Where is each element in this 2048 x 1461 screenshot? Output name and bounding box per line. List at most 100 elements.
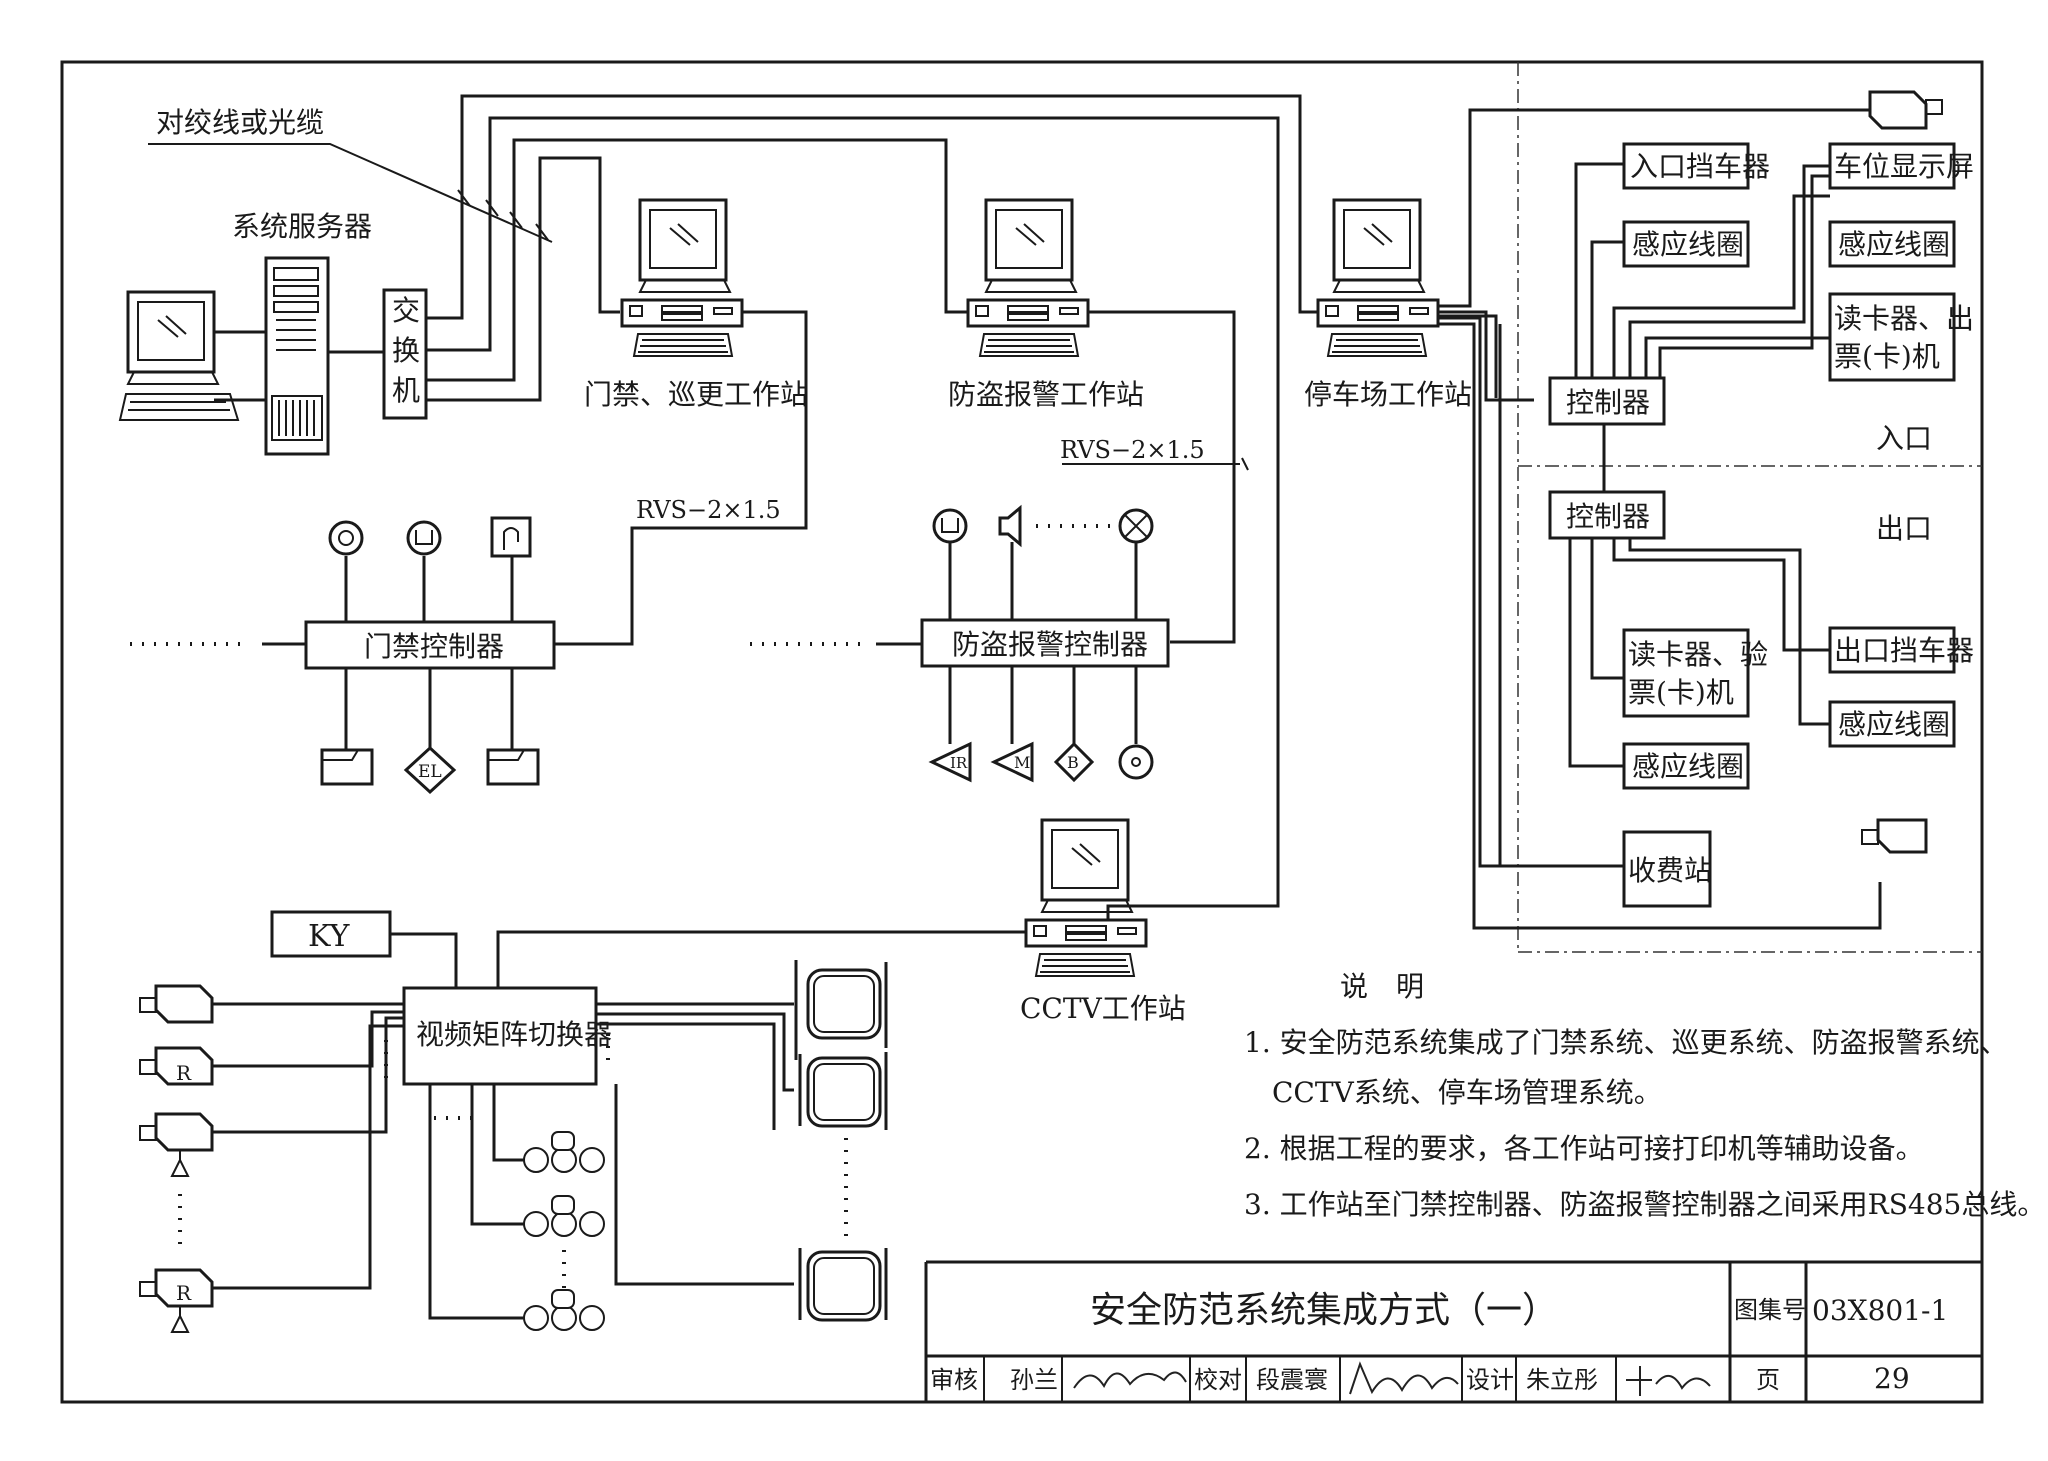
toll-booth-box [1622, 830, 1712, 908]
pan-tilt-3 [523, 1289, 605, 1331]
atlas-label: 图集号 [1734, 1296, 1806, 1324]
reviewer-signature [1073, 1371, 1187, 1389]
ticket-verifier-box [1622, 628, 1750, 718]
server-tower [264, 256, 330, 456]
emergency-button-symbol [932, 508, 968, 544]
entrance-label: 入口 [1876, 422, 1932, 455]
entry-loop-label: 感应线圈 [1632, 228, 1744, 261]
switch-label-3: 机 [392, 374, 420, 407]
entrance-camera [1868, 90, 1943, 130]
exit-loop-box [1622, 742, 1750, 790]
workstation-alarm [966, 198, 1090, 357]
title-block [924, 1260, 1982, 1402]
ir-detector-symbol [928, 741, 972, 783]
ky-keyboard [270, 910, 392, 958]
twisted-pair-label: 对绞线或光缆 [156, 106, 324, 139]
monitor-3 [806, 1250, 882, 1322]
lock-symbol-1 [320, 748, 374, 786]
loop4-label: 感应线圈 [1632, 750, 1744, 783]
entry-barrier-box [1622, 142, 1750, 190]
switch-label-2: 换 [392, 334, 420, 367]
ws-cctv-label: CCTV工作站 [1020, 992, 1186, 1025]
ws-parking-label: 停车场工作站 [1304, 378, 1472, 411]
camera-r-2-label: R [176, 1281, 192, 1305]
rvs-left-label: RVS−2×1.5 [636, 496, 781, 524]
rvs-right-label: RVS−2×1.5 [1060, 436, 1205, 464]
reviewer-name: 孙兰 [1010, 1366, 1058, 1394]
page-label: 页 [1756, 1366, 1780, 1394]
access-controller-label: 门禁控制器 [364, 630, 504, 663]
server-pc [118, 290, 240, 421]
exit-camera [1861, 818, 1928, 854]
entrance-controller [1548, 376, 1666, 426]
door-sensor-symbol [490, 516, 532, 558]
pan-tilt-2 [523, 1195, 605, 1237]
card-reader-symbol [328, 520, 364, 556]
ky-label: KY [308, 919, 351, 954]
ws-alarm-label: 防盗报警工作站 [948, 378, 1144, 411]
checker-name: 段震寰 [1256, 1366, 1328, 1394]
note-1: 1. 安全防范系统集成了门禁系统、巡更系统、防盗报警系统、 [1244, 1026, 2008, 1059]
drawing-title: 安全防范系统集成方式（一） [1090, 1290, 1558, 1331]
monitor-1 [806, 968, 882, 1040]
server-label: 系统服务器 [232, 210, 372, 243]
video-matrix-switcher [402, 986, 598, 1086]
exit-label: 出口 [1876, 512, 1932, 545]
loop3-label: 感应线圈 [1838, 708, 1950, 741]
access-controller [304, 620, 556, 670]
camera-r-1-label: R [176, 1061, 192, 1085]
siren-symbol [998, 504, 1022, 548]
page-number: 29 [1874, 1362, 1910, 1395]
loop2-label: 感应线圈 [1838, 228, 1950, 261]
glass-break-symbol [1053, 741, 1095, 783]
alarm-controller-label: 防盗报警控制器 [952, 628, 1148, 661]
entry-loop-box [1622, 220, 1750, 268]
checker-signature [1349, 1361, 1459, 1395]
lock-symbol-2 [486, 748, 540, 786]
exit-loop2-box [1828, 700, 1956, 748]
ws-access-label: 门禁、巡更工作站 [584, 378, 808, 411]
reader-out-label-1: 读卡器、出 [1834, 302, 1974, 335]
exit-barrier-box [1828, 626, 1956, 674]
monitor-2 [806, 1056, 882, 1128]
reader-check-label-1: 读卡器、验 [1628, 638, 1768, 671]
el-label: EL [418, 762, 442, 782]
microwave-detector-symbol [990, 741, 1034, 783]
design-label: 设计 [1466, 1366, 1514, 1394]
pan-tilt-1 [523, 1131, 605, 1173]
check-label: 校对 [1194, 1366, 1242, 1394]
note-1b: CCTV系统、停车场管理系统。 [1272, 1076, 1662, 1109]
workstation-access [620, 198, 744, 357]
space-display-label: 车位显示屏 [1834, 150, 1974, 183]
review-label: 审核 [930, 1366, 978, 1394]
reader-out-label-2: 票(卡)机 [1834, 340, 1940, 373]
workstation-cctv [1024, 818, 1148, 977]
note-3: 3. 工作站至门禁控制器、防盗报警控制器之间采用RS485总线。 [1244, 1188, 2045, 1221]
button-symbol [406, 520, 442, 556]
exit-barrier-label: 出口挡车器 [1834, 634, 1974, 667]
note-2: 2. 根据工程的要求，各工作站可接打印机等辅助设备。 [1244, 1132, 1924, 1165]
workstation-parking [1316, 198, 1440, 357]
entry-barrier-label: 入口挡车器 [1630, 150, 1770, 183]
exit-controller-label: 控制器 [1566, 500, 1650, 533]
toll-label: 收费站 [1628, 854, 1712, 887]
space-display-box [1828, 142, 1956, 190]
switch [382, 288, 428, 420]
reader-check-label-2: 票(卡)机 [1628, 676, 1734, 709]
matrix-label: 视频矩阵切换器 [416, 1018, 612, 1051]
designer-name: 朱立彤 [1526, 1366, 1598, 1394]
camera-fixed [138, 984, 214, 1024]
strobe-symbol [1118, 508, 1154, 544]
exit-controller [1548, 490, 1666, 540]
switch-label-1: 交 [392, 294, 420, 327]
atlas-number: 03X801-1 [1812, 1294, 1948, 1327]
m-label: M [1014, 753, 1030, 772]
exit-side-loop-box [1828, 220, 1956, 268]
drawing-frame [60, 60, 1984, 1404]
electric-lock-symbol [403, 745, 457, 795]
designer-signature [1626, 1366, 1711, 1396]
camera-ptz [138, 1112, 214, 1152]
b-label: B [1067, 753, 1079, 772]
entrance-controller-label: 控制器 [1566, 386, 1650, 419]
smoke-detector-symbol [1118, 744, 1154, 780]
